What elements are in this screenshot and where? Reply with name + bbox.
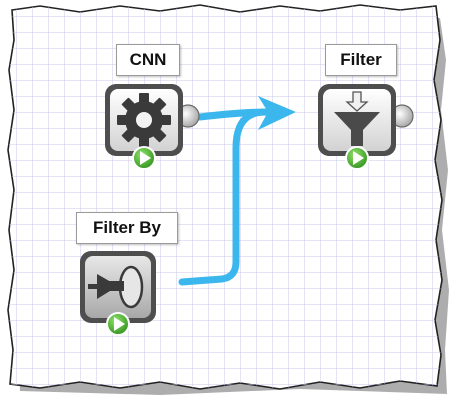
gear-icon	[117, 93, 171, 147]
run-button[interactable]	[132, 146, 156, 170]
node-label-filter-by: Filter By	[76, 212, 178, 244]
play-icon	[353, 151, 364, 165]
run-button[interactable]	[345, 146, 369, 170]
node-label-filter: Filter	[325, 44, 397, 76]
connector-arrowhead	[258, 96, 296, 130]
play-icon	[114, 317, 125, 331]
node-filter[interactable]	[318, 84, 414, 170]
input-arrow-icon	[88, 265, 144, 309]
node-cnn[interactable]	[105, 84, 200, 170]
node-filter-by[interactable]	[80, 251, 156, 336]
play-icon	[140, 151, 151, 165]
run-button[interactable]	[106, 312, 130, 336]
node-label-cnn: CNN	[116, 44, 180, 76]
connector-filterby-to-filter[interactable]	[178, 108, 269, 286]
funnel-icon	[334, 91, 380, 146]
